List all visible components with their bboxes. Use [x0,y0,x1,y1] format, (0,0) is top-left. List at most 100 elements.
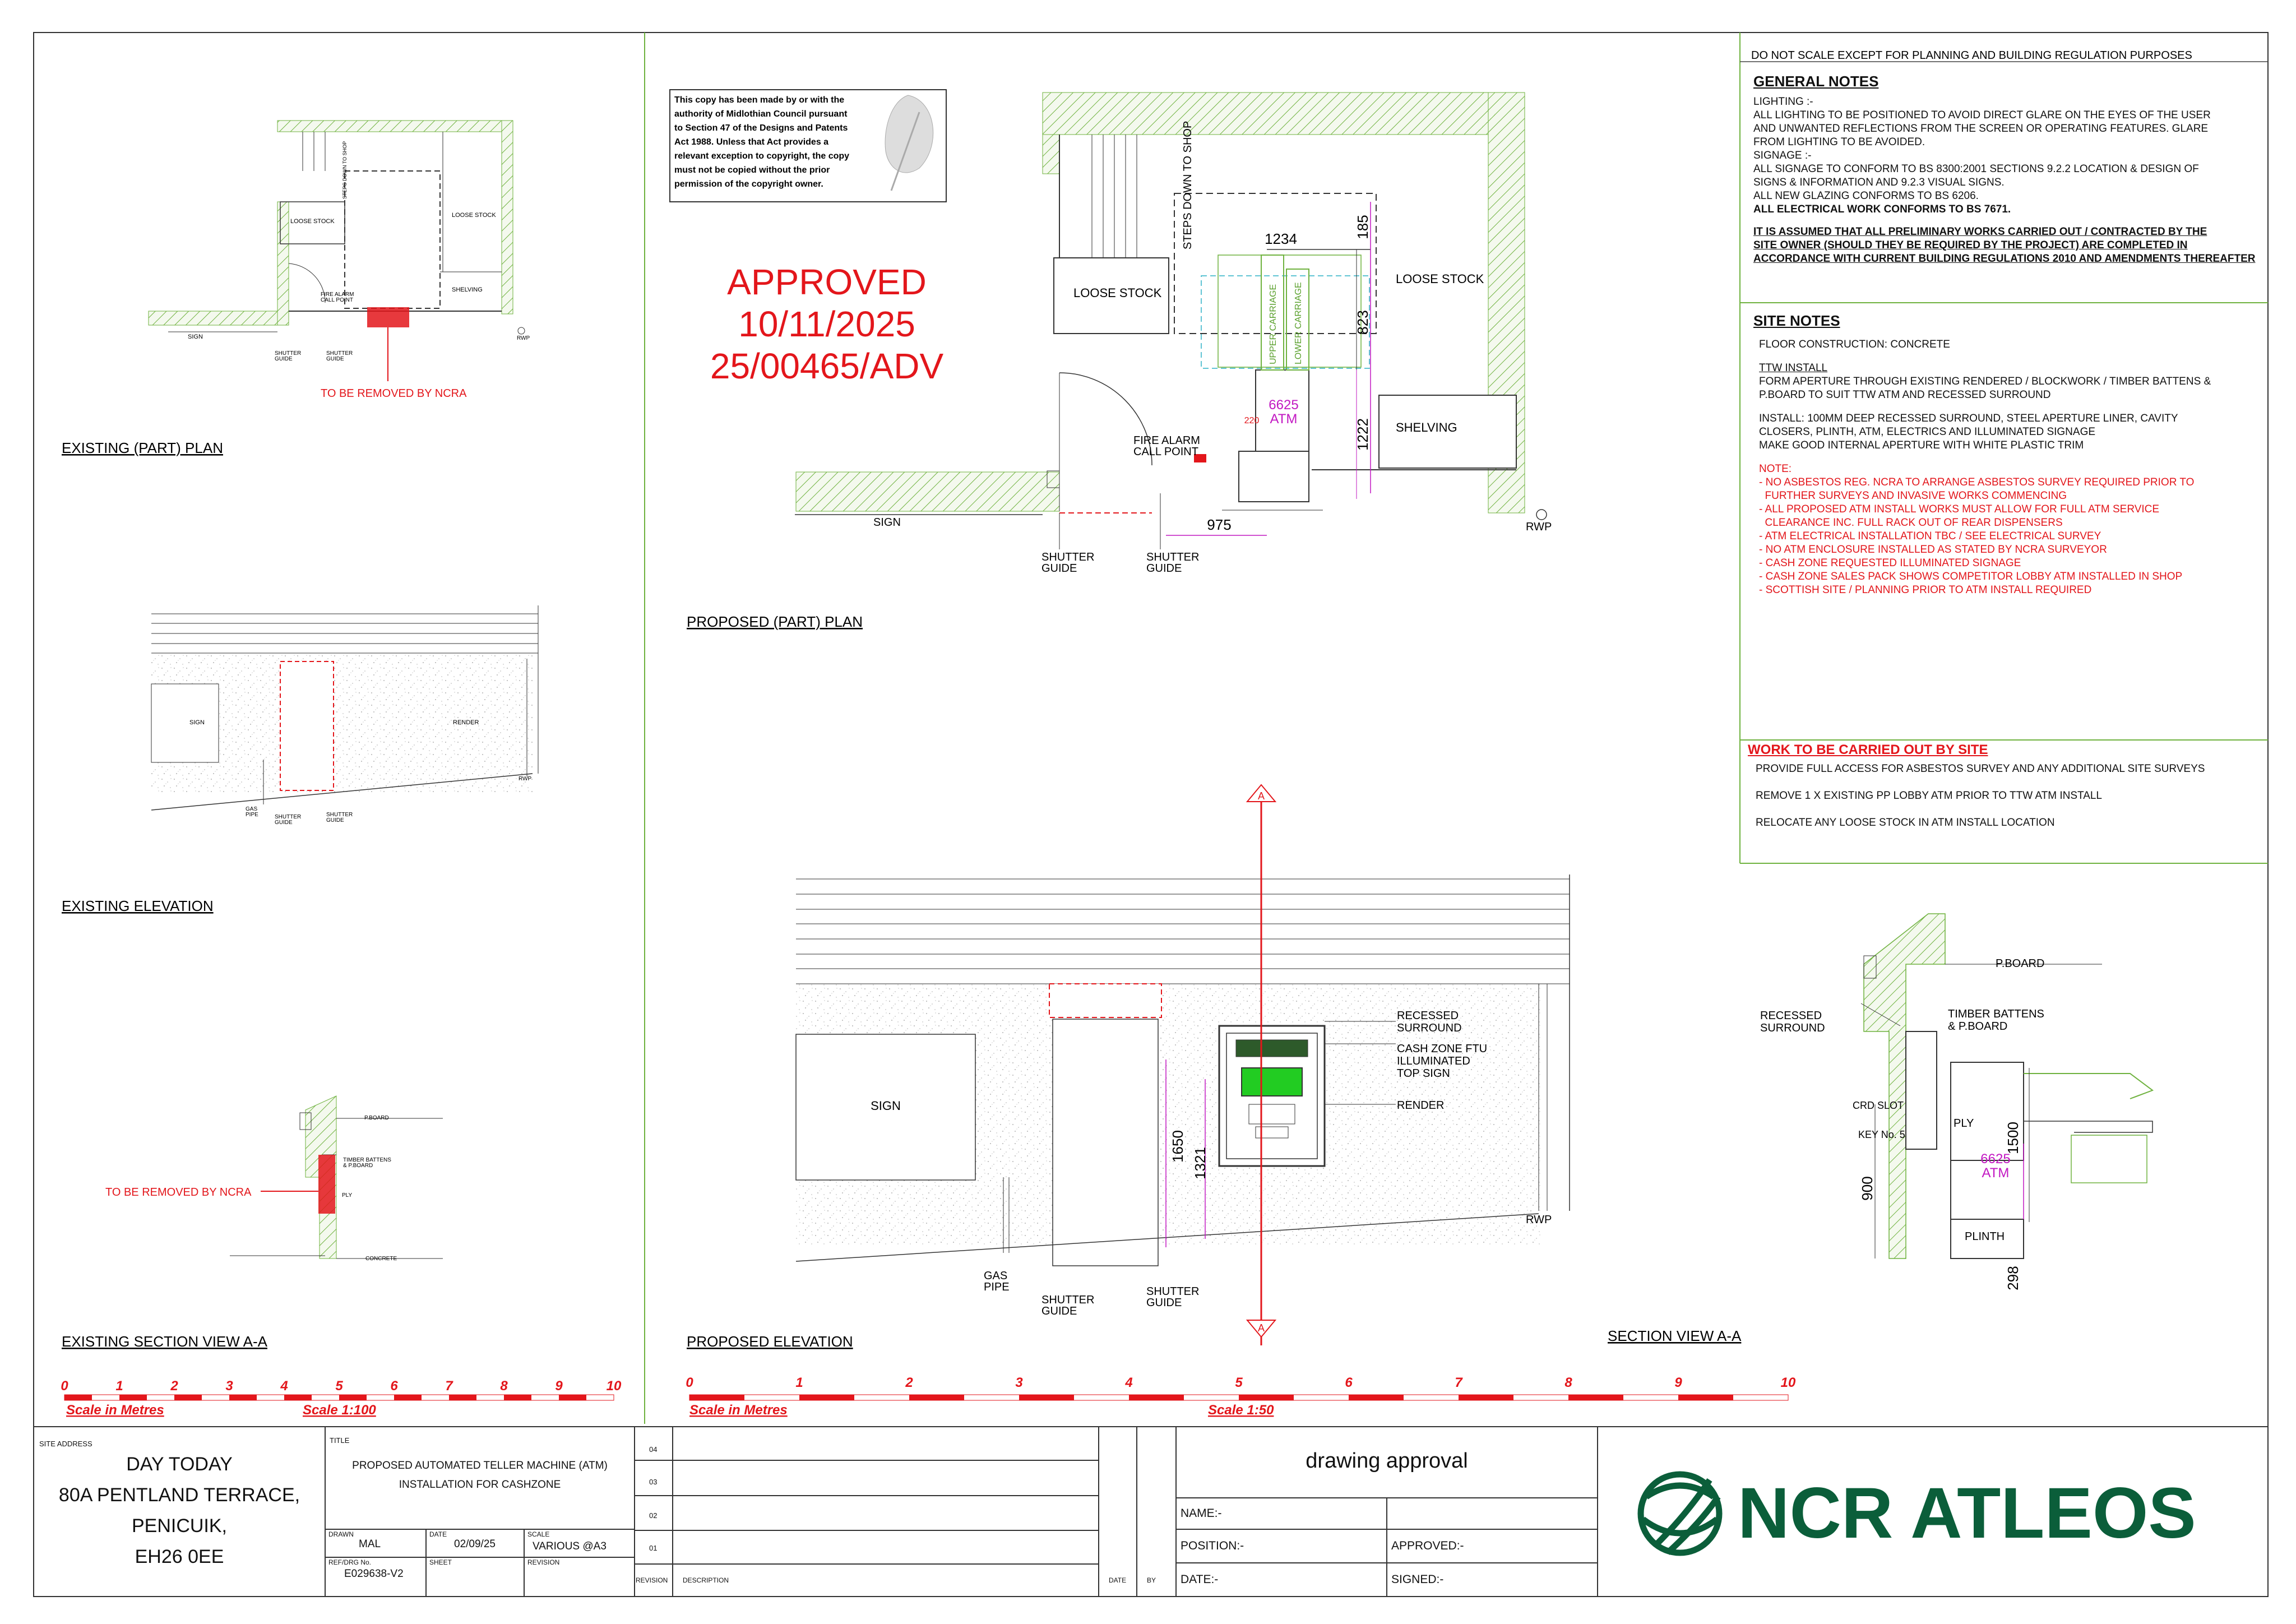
drawing-title-line: PROPOSED AUTOMATED TELLER MACHINE (ATM) [352,1460,608,1472]
rev-col-revision: REVISION [636,1576,668,1584]
header-note: DO NOT SCALE EXCEPT FOR PLANNING AND BUI… [1751,49,2192,62]
site-notes-note-title: NOTE: [1759,463,1792,475]
stamp-approved: APPROVED [727,262,927,302]
section-key-no: KEY No. 5 [1858,1129,1905,1140]
existing-elevation-shutter-1a: SHUTTER [275,814,301,820]
elevation-render: RENDER [1397,1099,1444,1112]
elevation-cashzone-b: ILLUMINATED [1397,1055,1470,1067]
dim-900: 900 [1859,1176,1876,1200]
proposed-elevation: A A SIGN RECESSED SURROUND CASH ZONE FTU… [687,784,1570,1350]
section-recessed-b: SURROUND [1760,1022,1825,1034]
proposed-plan-atm-model: 6625 [1269,397,1298,413]
section-pboard: P.BOARD [1996,957,2044,970]
ref-label: REF/DRG No. [328,1558,372,1566]
site-note-line: - CASH ZONE SALES PACK SHOWS COMPETITOR … [1759,571,2183,582]
site-address-line: EH26 0EE [135,1546,224,1567]
drawn-label: DRAWN [328,1530,354,1538]
assumption-line: SITE OWNER (SHOULD THEY BE REQUIRED BY T… [1753,239,2188,251]
scale-left-9: 9 [555,1378,563,1394]
drawing-title: PROPOSED AUTOMATED TELLER MACHINE (ATM) … [325,1456,635,1495]
scale-left-7: 7 [445,1378,453,1394]
general-notes-title: GENERAL NOTES [1753,73,1879,90]
section-crd-slot: CRD SLOT [1853,1100,1904,1111]
site-notes-install-line: MAKE GOOD INTERNAL APERTURE WITH WHITE P… [1759,439,2084,451]
scale-value: VARIOUS @A3 [533,1540,607,1552]
notes-panel: DO NOT SCALE EXCEPT FOR PLANNING AND BUI… [1740,49,2268,864]
site-note-line: CLEARANCE INC. FULL RACK OUT OF REAR DIS… [1759,517,2063,529]
site-address-line: 80A PENTLAND TERRACE, [58,1484,300,1506]
section-atm-model: 6625 [1980,1151,2010,1167]
existing-section-title: EXISTING SECTION VIEW A-A [62,1333,268,1350]
date-value: 02/09/25 [454,1538,496,1550]
scale-left-8: 8 [500,1378,508,1394]
approval-title: drawing approval [1306,1449,1468,1473]
site-notes-install-line: CLOSERS, PLINTH, ATM, ELECTRICS AND ILLU… [1759,426,2096,438]
approval-position: POSITION:- [1181,1539,1244,1552]
general-note-line: FROM LIGHTING TO BE AVOIDED. [1753,136,1925,148]
existing-section: P.BOARD TIMBER BATTENS & P.BOARD PLY CON… [62,1095,443,1350]
existing-elevation-sign: SIGN [189,719,205,726]
elevation-shutter-2a: SHUTTER [1146,1285,1199,1298]
proposed-plan: LOOSE STOCK LOOSE STOCK SHELVING STEPS D… [687,92,1552,630]
site-notes-install-line: INSTALL: 100MM DEEP RECESSED SURROUND, S… [1759,413,2178,424]
title-block-grid [34,1426,2268,1597]
dim-1222: 1222 [1354,418,1371,451]
general-note-line: ALL LIGHTING TO BE POSITIONED TO AVOID D… [1753,109,2211,121]
site-notes-floor: FLOOR CONSTRUCTION: CONCRETE [1759,339,1950,350]
elevation-rwp: RWP [1526,1214,1552,1226]
section-view: P.BOARD TIMBER BATTENS & P.BOARD RECESSE… [1608,913,2154,1344]
sheet-border [33,32,2269,1597]
scale-label: SCALE [527,1530,550,1538]
existing-plan: LOOSE STOCK LOOSE STOCK SHELVING FIRE AL… [62,120,530,456]
ref-value: E029638-V2 [344,1568,404,1580]
general-note-bold: ALL ELECTRICAL WORK CONFORMS TO BS 7671. [1753,203,2011,215]
existing-plan-sign: SIGN [188,334,203,340]
copyright-line-7: permission of the copyright owner. [674,179,823,189]
dim-1321: 1321 [1192,1147,1209,1179]
elevation-recessed-a: RECESSED [1397,1010,1459,1022]
elevation-recessed-b: SURROUND [1397,1022,1462,1034]
existing-plan-loose-stock-left: LOOSE STOCK [290,218,335,225]
general-note-line: ALL SIGNAGE TO CONFORM TO BS 8300:2001 S… [1753,163,2199,175]
site-address: DAY TODAY 80A PENTLAND TERRACE, PENICUIK… [34,1449,325,1572]
general-note-line: SIGNAGE :- [1753,150,1812,161]
existing-plan-steps: STEPS DOWN TO SHOP [342,141,348,199]
scale-left-caption: Scale in Metres [66,1403,164,1418]
rev-col-date: DATE [1109,1576,1127,1584]
site-address-line: DAY TODAY [126,1454,233,1475]
drawing-title-line: INSTALLATION FOR CASHZONE [399,1479,561,1491]
site-address-line: PENICUIK, [131,1515,228,1537]
assumption-line: IT IS ASSUMED THAT ALL PRELIMINARY WORKS… [1753,226,2207,238]
dim-185: 185 [1354,215,1371,239]
existing-section-remove-note: TO BE REMOVED BY NCRA [105,1186,252,1199]
section-atm: ATM [1982,1165,2010,1181]
revision-label: REVISION [527,1558,560,1566]
approval-approved: APPROVED:- [1391,1539,1464,1552]
proposed-plan-shutter-2a: SHUTTER [1146,551,1199,563]
proposed-elevation-title: PROPOSED ELEVATION [687,1333,853,1350]
existing-plan-shutter-1b: GUIDE [275,356,293,362]
existing-plan-shutter-1a: SHUTTER [275,350,301,357]
elevation-gas-a: GAS [984,1270,1007,1282]
scale-right-0: 0 [686,1375,693,1390]
proposed-plan-title: PROPOSED (PART) PLAN [687,613,863,630]
scale-right-5: 5 [1235,1375,1243,1390]
existing-section-ply: PLY [342,1192,352,1199]
rev-number: 01 [649,1544,658,1552]
site-note-line: - NO ASBESTOS REG. NCRA TO ARRANGE ASBES… [1759,476,2195,488]
proposed-plan-lower-carriage: LOWER CARRIAGE [1294,282,1303,364]
date-label: DATE [429,1530,447,1538]
site-note-line: FURTHER SURVEYS AND INVASIVE WORKS COMME… [1759,490,2067,502]
general-notes: GENERAL NOTES LIGHTING :- ALL LIGHTING T… [1753,72,2258,266]
elevation-cashzone-c: TOP SIGN [1397,1067,1450,1080]
existing-elevation: SIGN RENDER RWP GAS PIPE SHUTTER GUIDE S… [62,605,539,914]
scale-bar-right: 0 1 2 3 4 5 6 7 8 9 10 Scale in Metres S… [686,1375,1796,1418]
site-note-line: - NO ATM ENCLOSURE INSTALLED AS STATED B… [1759,544,2107,556]
section-recessed-a: RECESSED [1760,1010,1822,1022]
existing-elevation-gas-a: GAS [246,806,257,812]
existing-elevation-shutter-2a: SHUTTER [326,812,353,818]
scale-bar-left: 0 1 2 3 4 5 6 7 8 9 10 Scale in Metres S… [61,1378,622,1418]
proposed-plan-fire-alarm: FIRE ALARM [1133,434,1200,447]
scale-left-1: 1 [115,1378,123,1394]
